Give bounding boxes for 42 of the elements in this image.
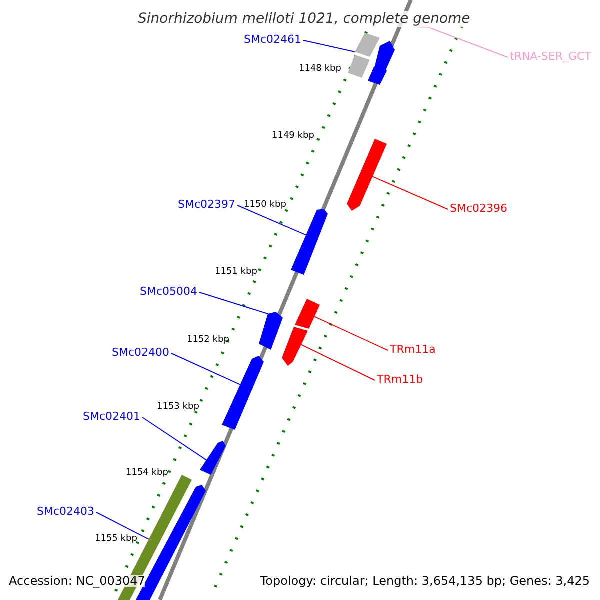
gene-bar <box>355 33 380 57</box>
leader-line <box>142 417 207 461</box>
leader-line <box>303 40 356 52</box>
leader-line <box>171 353 241 386</box>
gene-label: SMc02461 <box>244 34 302 45</box>
gene-label: TRm11a <box>390 344 436 355</box>
gene-label: SMc02396 <box>450 203 508 214</box>
leader-line <box>300 344 376 381</box>
gene-bar <box>259 312 283 350</box>
gene-bar <box>348 55 370 78</box>
scale-label: 1153 kbp <box>157 403 200 412</box>
gene-label: SMc02401 <box>83 411 141 422</box>
gene-label: TRm11b <box>377 374 424 385</box>
gene-bar <box>282 327 308 366</box>
gene-label: SMc05004 <box>140 286 198 297</box>
leader-line <box>430 28 508 58</box>
scale-label: 1154 kbp <box>126 469 168 478</box>
gene-bar <box>295 299 320 329</box>
scale-label: 1148 kbp <box>299 65 342 74</box>
gene-label: tRNA-SER_GCT <box>510 51 592 62</box>
leader-line <box>96 512 150 540</box>
scale-label: 1151 kbp <box>215 268 258 277</box>
gene-bar <box>368 63 387 85</box>
gene-bar <box>347 139 387 211</box>
leader-line <box>314 316 388 351</box>
gene-label: SMc02397 <box>178 199 236 210</box>
gene-bar <box>375 41 395 70</box>
gene-bar <box>291 209 328 275</box>
scale-label: 1155 kbp <box>95 535 138 544</box>
gene-label: SMc02403 <box>37 506 95 517</box>
leader-line <box>237 205 307 236</box>
map-title: Sinorhizobium meliloti 1021, complete genome <box>136 11 472 27</box>
gene-bar <box>222 356 264 430</box>
scale-label: 1149 kbp <box>272 132 314 141</box>
leader-line <box>199 292 268 314</box>
scale-label: 1150 kbp <box>244 201 286 210</box>
leader-line <box>372 176 448 210</box>
scale-label: 1152 kbp <box>187 336 230 345</box>
gene-label: SMc02400 <box>112 347 170 358</box>
footer-text: Topology: circular; Length: 3,654,135 bp; Genes: 3,425 <box>260 575 590 587</box>
gene-bar <box>200 441 226 475</box>
footer-text: Accession: NC_003047 <box>9 575 146 587</box>
